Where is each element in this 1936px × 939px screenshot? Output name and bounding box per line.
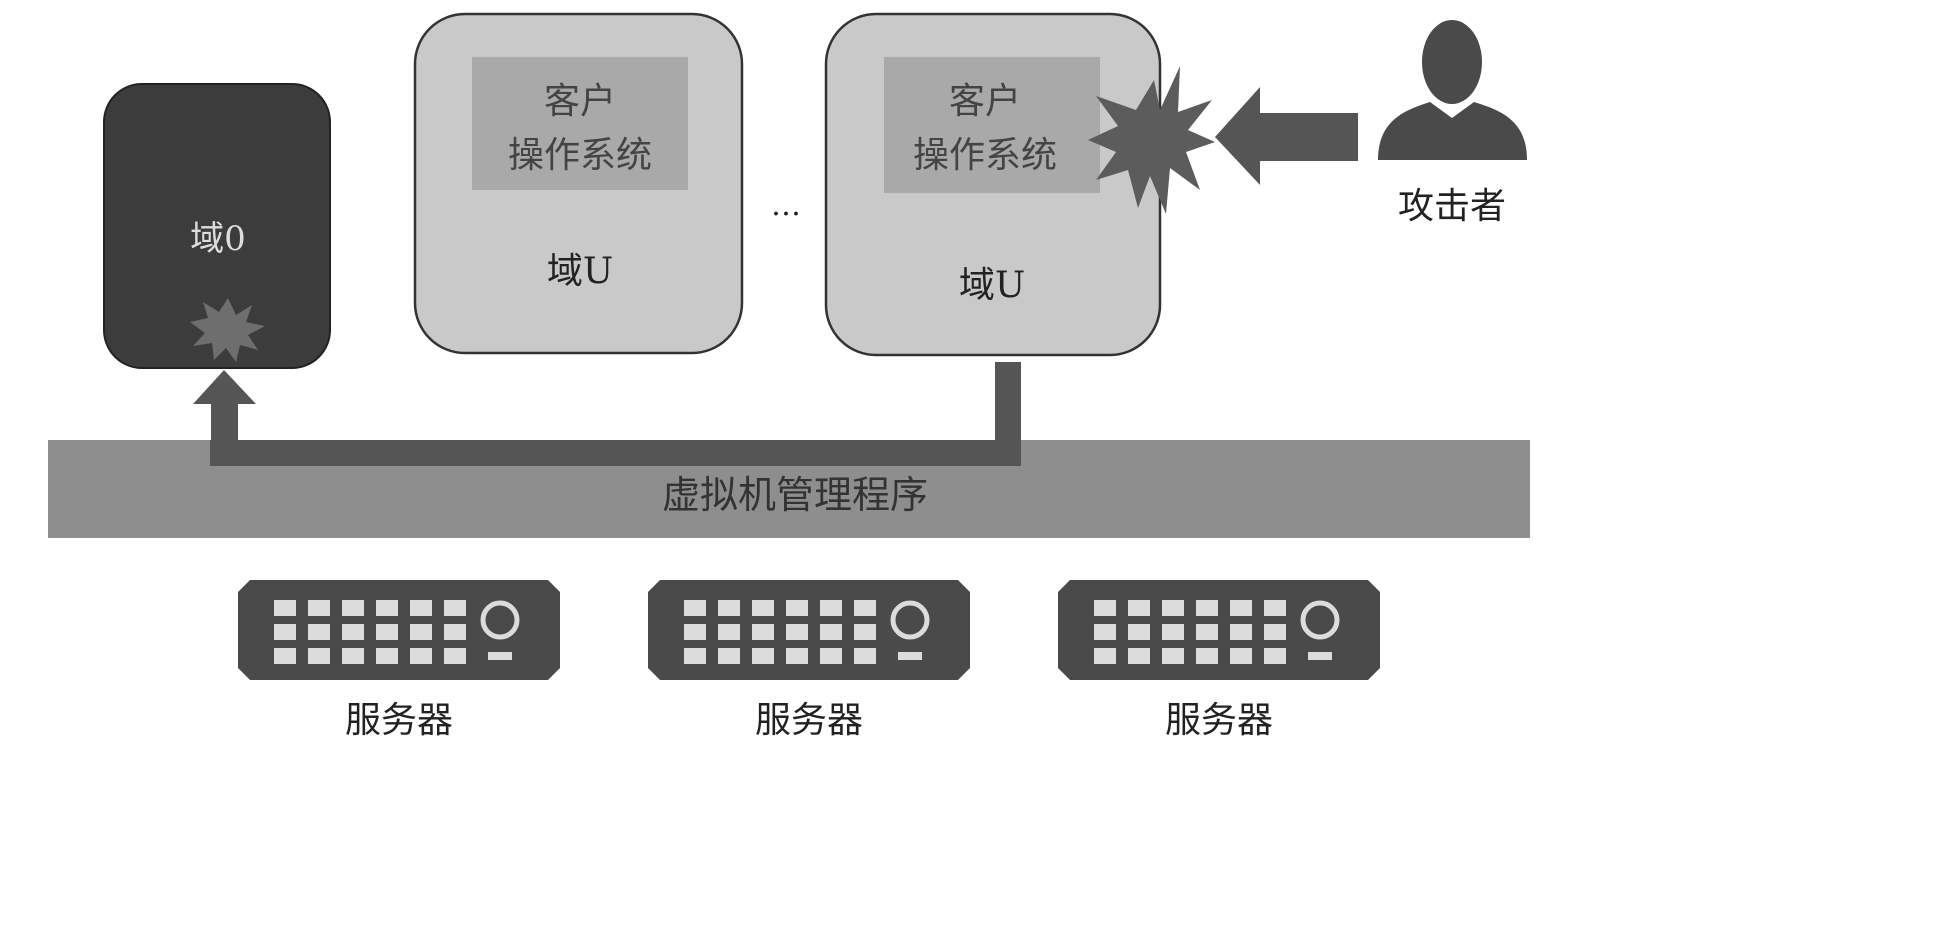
server-slot — [1230, 600, 1252, 616]
server-slot — [786, 624, 808, 640]
server-slot — [376, 624, 398, 640]
server-slot — [786, 648, 808, 664]
power-button-icon — [1300, 600, 1340, 640]
server-icon — [238, 580, 560, 680]
domu-label: 域U — [547, 251, 613, 292]
guest-os-label: 操作系统 — [913, 135, 1057, 176]
ellipsis: … — [771, 188, 801, 223]
server-slot — [444, 624, 466, 640]
server: 服务器 — [238, 580, 560, 741]
server-slot — [1162, 624, 1184, 640]
server-slot — [1196, 600, 1218, 616]
server-slot — [684, 648, 706, 664]
server-slot — [1264, 624, 1286, 640]
domu-label: 域U — [959, 265, 1025, 306]
server-slot — [274, 600, 296, 616]
escalation-arrow — [193, 362, 1021, 466]
server: 服务器 — [1058, 580, 1380, 741]
server-slot — [308, 624, 330, 640]
guest-os-label: 客户 — [544, 81, 616, 122]
server-slot — [752, 600, 774, 616]
server-slot — [1162, 600, 1184, 616]
server-label: 服务器 — [1165, 700, 1273, 741]
server-slot — [1094, 624, 1116, 640]
server-slot — [342, 600, 364, 616]
servers: 服务器 服务器 服务器 — [238, 580, 1380, 741]
server-slot — [1264, 600, 1286, 616]
server-slot — [1128, 624, 1150, 640]
server-slot — [1128, 600, 1150, 616]
server-label: 服务器 — [755, 700, 863, 741]
server-slot — [854, 648, 876, 664]
server-slot — [342, 624, 364, 640]
server-slot — [1196, 648, 1218, 664]
server-slot — [308, 600, 330, 616]
server-slot — [1128, 648, 1150, 664]
server-slot — [820, 648, 842, 664]
server-slot — [308, 648, 330, 664]
breach-star-icon — [190, 298, 265, 362]
server-slot — [752, 648, 774, 664]
attack-burst-icon — [1088, 66, 1215, 214]
server-slot — [1230, 624, 1252, 640]
guest-os-box — [884, 57, 1100, 193]
hypervisor-label: 虚拟机管理程序 — [662, 473, 928, 517]
server-slot — [718, 624, 740, 640]
server-slot — [444, 648, 466, 664]
server-slot — [274, 648, 296, 664]
person-icon — [1378, 20, 1527, 160]
server-slot — [410, 624, 432, 640]
server-label: 服务器 — [345, 700, 453, 741]
domu-box: 客户 操作系统 域U — [413, 12, 744, 355]
server-slot — [444, 600, 466, 616]
server-slot — [854, 600, 876, 616]
server-slot — [1094, 600, 1116, 616]
server-slot — [376, 600, 398, 616]
server-slot — [1196, 624, 1218, 640]
server-slot — [1230, 648, 1252, 664]
server-icon — [648, 580, 970, 680]
server-slot — [786, 600, 808, 616]
server-slot — [1264, 648, 1286, 664]
server-slot — [1162, 648, 1184, 664]
attacker-label: 攻击者 — [1398, 186, 1506, 227]
attacker: 攻击者 — [1378, 20, 1527, 227]
server-slot — [718, 648, 740, 664]
server-slot — [718, 600, 740, 616]
server: 服务器 — [648, 580, 970, 741]
server-slot — [1094, 648, 1116, 664]
server-slot — [342, 648, 364, 664]
server-slot — [820, 600, 842, 616]
power-button-icon — [480, 600, 520, 640]
guest-os-box — [472, 57, 688, 190]
power-button-icon — [890, 600, 930, 640]
guest-os-label: 操作系统 — [508, 135, 652, 176]
dom0-label: 域0 — [190, 219, 246, 259]
indicator-bar — [898, 652, 922, 660]
server-slot — [410, 600, 432, 616]
domu-box-attacked: 客户 操作系统 域U — [824, 12, 1162, 357]
indicator-bar — [1308, 652, 1332, 660]
server-slot — [854, 624, 876, 640]
server-slot — [752, 624, 774, 640]
server-slot — [820, 624, 842, 640]
guest-os-label: 客户 — [949, 81, 1021, 122]
dom0-box: 域0 — [103, 83, 331, 369]
attack-arrow — [1215, 87, 1358, 185]
server-slot — [410, 648, 432, 664]
indicator-bar — [488, 652, 512, 660]
server-slot — [274, 624, 296, 640]
server-icon — [1058, 580, 1380, 680]
server-slot — [684, 600, 706, 616]
server-slot — [684, 624, 706, 640]
server-slot — [376, 648, 398, 664]
